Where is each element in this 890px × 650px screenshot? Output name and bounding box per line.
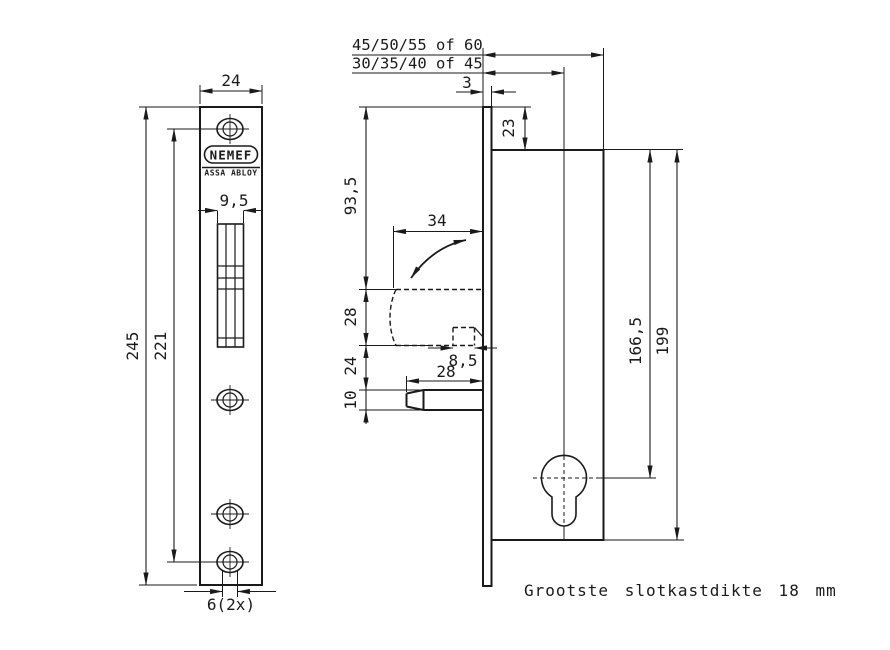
dim-case-length: 199	[604, 149, 684, 541]
front-view: NEMEF ASSA ABLOY 24 9,5 245	[123, 71, 276, 614]
side-view: 45/50/55 of 60 30/35/40 of 45 3 23 93,5	[341, 36, 684, 587]
footnote-label: Grootste slotkastdikte 18 mm	[524, 581, 837, 600]
svg-text:166,5: 166,5	[626, 317, 645, 365]
dim-plate-height: 245	[123, 106, 199, 586]
svg-text:28: 28	[341, 307, 360, 326]
dim-bolt-height: 10	[341, 389, 422, 424]
screw-hole	[211, 547, 249, 577]
svg-text:221: 221	[151, 332, 170, 361]
dim-hook-reach: 34	[392, 211, 484, 288]
cylinder-centerline	[533, 150, 597, 540]
brand-logo: NEMEF ASSA ABLOY	[202, 145, 260, 178]
dim-bolt-length: 28	[405, 362, 484, 392]
svg-text:23: 23	[499, 118, 518, 137]
dim-cylinder-center: 166,5	[597, 149, 683, 479]
lock-case	[490, 149, 605, 541]
svg-text:24: 24	[221, 71, 240, 90]
dim-hole-spacing: 221	[151, 128, 217, 563]
svg-text:8,5: 8,5	[449, 351, 478, 370]
svg-text:9,5: 9,5	[220, 191, 249, 210]
dim-backset-deep: 45/50/55 of 60	[352, 36, 605, 150]
svg-text:28: 28	[436, 362, 455, 381]
faceplate-side	[482, 106, 493, 587]
screw-hole	[211, 385, 249, 415]
svg-text:3: 3	[462, 73, 472, 92]
svg-text:45/50/55 of 60: 45/50/55 of 60	[352, 36, 483, 54]
svg-text:93,5: 93,5	[341, 177, 360, 216]
dim-plate-width: 24	[199, 71, 263, 104]
svg-text:199: 199	[653, 327, 672, 356]
dim-backset-shallow: 30/35/40 of 45	[352, 55, 565, 150]
euro-cylinder-cutout	[540, 454, 588, 527]
nemef-badge: NEMEF	[210, 148, 253, 163]
nemef-badge-outline	[203, 145, 259, 164]
svg-text:30/35/40 of 45: 30/35/40 of 45	[352, 55, 483, 73]
faceplate-front	[199, 106, 263, 586]
svg-text:245: 245	[123, 332, 142, 361]
svg-text:24: 24	[341, 356, 360, 375]
deadbolt	[405, 389, 483, 411]
svg-text:34: 34	[427, 211, 446, 230]
dim-faceplate-thickness: 3	[456, 73, 516, 107]
screw-hole	[211, 499, 249, 529]
dim-slot-width: 9,5	[198, 191, 263, 223]
swing-arrow	[410, 239, 467, 279]
dim-hook-tip: 8,5	[428, 345, 497, 370]
dim-hook-height: 28	[341, 288, 396, 347]
hook-bolt-dashed	[389, 288, 484, 347]
dim-screw-hole: 6(2x)	[184, 571, 276, 614]
assa-abloy-label: ASSA ABLOY	[204, 169, 257, 178]
dim-hook-top-offset: 93,5	[341, 106, 482, 290]
svg-text:6(2x): 6(2x)	[207, 595, 255, 614]
svg-text:10: 10	[341, 390, 360, 409]
hook-slot	[216, 223, 245, 348]
dim-hook-bolt-gap: 24	[341, 344, 428, 391]
dim-case-top-offset: 23	[492, 106, 531, 151]
